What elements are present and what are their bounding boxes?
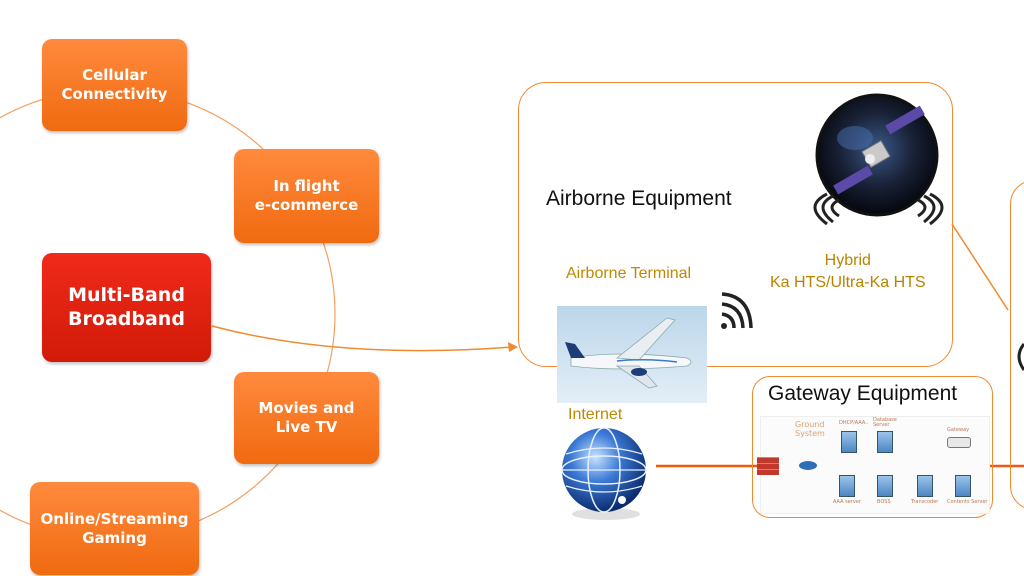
- satellite-signal-left-icon: [813, 192, 840, 226]
- server-label-2: Database Server: [873, 417, 897, 428]
- server-label-7: Contents Server: [947, 499, 988, 505]
- firewall-icon: [757, 457, 779, 475]
- airborne-equipment-title: Airborne Equipment: [546, 187, 732, 210]
- satellite-link: [951, 223, 1009, 311]
- multiband-arrowhead: [508, 342, 518, 352]
- ground-signal-partial-icon: [1017, 343, 1024, 371]
- airborne-equipment-frame: [518, 82, 953, 367]
- service-inflight-ecommerce: In flight e-commerce: [234, 149, 379, 243]
- satellite-signal-right-icon: [917, 192, 944, 226]
- server-label-1: DHCP/AAA..: [839, 420, 869, 426]
- globe-icon: [561, 427, 647, 520]
- server-db-icon: [877, 431, 893, 453]
- gateway-device-icon: [947, 437, 971, 448]
- server-aaa-icon: [839, 475, 855, 497]
- service-movies-livetv: Movies and Live TV: [234, 372, 379, 464]
- gateway-equipment-title: Gateway Equipment: [768, 382, 958, 405]
- satellite-image: [815, 93, 939, 217]
- router-icon: [799, 461, 817, 470]
- gateway-network-diagram: Ground System DHCP/AAA.. Database Server…: [757, 416, 990, 514]
- service-cellular: Cellular Connectivity: [42, 39, 187, 131]
- server-contents-icon: [955, 475, 971, 497]
- server-dhcp-icon: [841, 431, 857, 453]
- internet-label: Internet: [568, 406, 623, 423]
- server-label-6: Transcoder: [911, 499, 939, 505]
- ground-system-label: Ground System: [795, 420, 825, 438]
- server-transcoder-icon: [917, 475, 933, 497]
- service-online-gaming: Online/Streaming Gaming: [30, 482, 199, 575]
- server-label-5: BOSS: [877, 499, 891, 505]
- multiband-arrow: [211, 325, 513, 352]
- server-label-4: AAA server: [833, 499, 861, 505]
- airplane-signal-icon: [721, 292, 753, 329]
- server-label-3: Gateway: [947, 427, 970, 433]
- airborne-terminal-label: Airborne Terminal: [566, 265, 692, 282]
- gateway-equipment-frame: [752, 376, 993, 518]
- hybrid-label: Hybrid Ka HTS/Ultra-Ka HTS: [770, 252, 926, 291]
- service-multiband-broadband: Multi-Band Broadband: [42, 253, 211, 362]
- server-boss-icon: [877, 475, 893, 497]
- airplane-image: [557, 306, 707, 403]
